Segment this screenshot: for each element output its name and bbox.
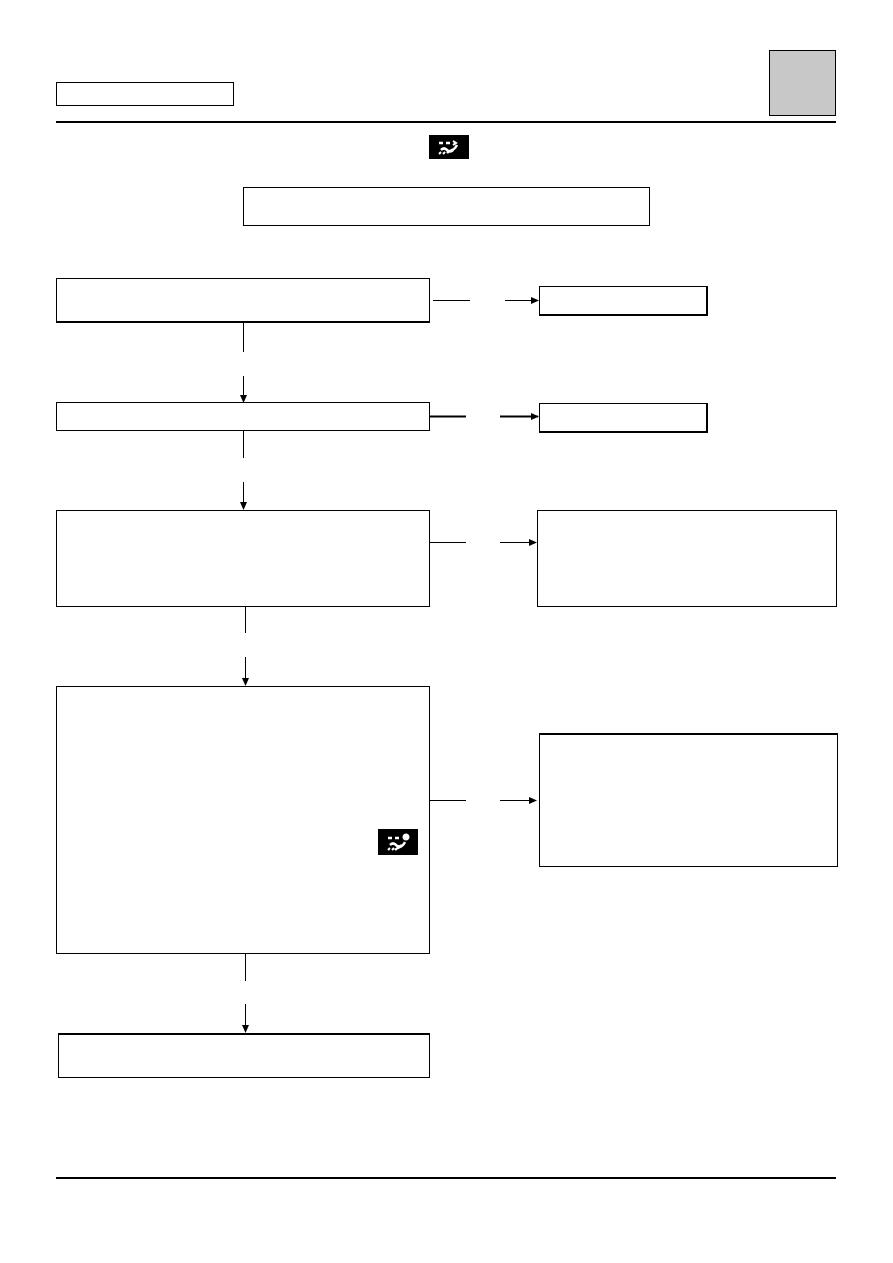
flow-step-5 bbox=[58, 1033, 430, 1078]
climate-control-symbol-icon bbox=[378, 829, 418, 855]
diagram-title-box bbox=[243, 187, 650, 226]
climate-control-symbol-icon bbox=[429, 135, 469, 159]
header-title-box bbox=[56, 82, 234, 106]
flow-step-1 bbox=[56, 278, 430, 323]
flow-outcome-1 bbox=[539, 286, 708, 316]
flow-outcome-2 bbox=[539, 403, 708, 433]
footer-rule bbox=[56, 1177, 836, 1179]
flow-step-3 bbox=[56, 510, 430, 607]
section-tab bbox=[769, 50, 836, 116]
flow-outcome-3 bbox=[537, 510, 837, 607]
flow-outcome-4 bbox=[539, 733, 838, 867]
flow-step-4 bbox=[56, 686, 430, 954]
header-rule bbox=[56, 121, 836, 123]
